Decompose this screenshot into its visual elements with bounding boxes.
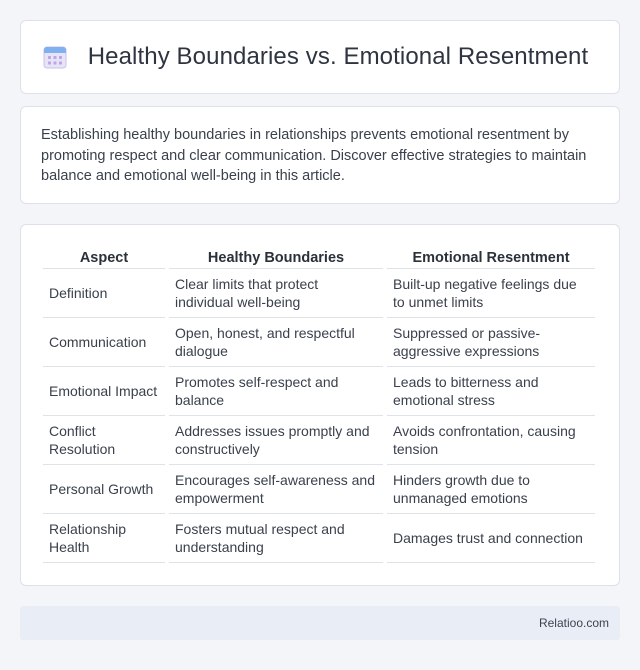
table-row: Conflict Resolution Addresses issues pro… <box>43 416 595 465</box>
table-cell-resentment: Suppressed or passive-aggressive express… <box>387 318 595 367</box>
table-cell-healthy: Clear limits that protect individual wel… <box>169 269 383 318</box>
comparison-table: Aspect Healthy Boundaries Emotional Rese… <box>39 245 599 563</box>
table-cell-resentment: Leads to bitterness and emotional stress <box>387 367 595 416</box>
comparison-table-card: Aspect Healthy Boundaries Emotional Rese… <box>20 224 620 586</box>
intro-paragraph: Establishing healthy boundaries in relat… <box>41 127 587 184</box>
table-row: Relationship Health Fosters mutual respe… <box>43 514 595 563</box>
table-row: Personal Growth Encourages self-awarenes… <box>43 465 595 514</box>
table-cell-healthy: Open, honest, and respectful dialogue <box>169 318 383 367</box>
table-cell-aspect: Definition <box>43 269 165 318</box>
table-cell-healthy: Addresses issues promptly and constructi… <box>169 416 383 465</box>
column-header-emotional-resentment: Emotional Resentment <box>387 245 595 269</box>
column-header-healthy-boundaries: Healthy Boundaries <box>169 245 383 269</box>
table-cell-aspect: Personal Growth <box>43 465 165 514</box>
column-header-aspect: Aspect <box>43 245 165 269</box>
table-cell-aspect: Relationship Health <box>43 514 165 563</box>
table-row: Emotional Impact Promotes self-respect a… <box>43 367 595 416</box>
table-cell-aspect: Emotional Impact <box>43 367 165 416</box>
table-row: Definition Clear limits that protect ind… <box>43 269 595 318</box>
table-cell-resentment: Damages trust and connection <box>387 514 595 563</box>
table-cell-healthy: Promotes self-respect and balance <box>169 367 383 416</box>
table-cell-resentment: Built-up negative feelings due to unmet … <box>387 269 595 318</box>
footer-brand-link[interactable]: Relatioo.com <box>538 616 609 630</box>
intro-card: Establishing healthy boundaries in relat… <box>20 106 620 204</box>
table-cell-healthy: Encourages self-awareness and empowermen… <box>169 465 383 514</box>
table-cell-resentment: Avoids confrontation, causing tension <box>387 416 595 465</box>
page-title: Healthy Boundaries vs. Emotional Resentm… <box>87 43 589 70</box>
table-cell-healthy: Fosters mutual respect and understanding <box>169 514 383 563</box>
footer-bar: Relatioo.com <box>20 606 620 640</box>
table-header-row: Aspect Healthy Boundaries Emotional Rese… <box>43 245 595 269</box>
table-cell-aspect: Conflict Resolution <box>43 416 165 465</box>
calendar-icon <box>43 46 67 69</box>
table-row: Communication Open, honest, and respectf… <box>43 318 595 367</box>
table-cell-resentment: Hinders growth due to unmanaged emotions <box>387 465 595 514</box>
table-cell-aspect: Communication <box>43 318 165 367</box>
title-row: Healthy Boundaries vs. Emotional Resentm… <box>42 43 589 71</box>
header-card: Healthy Boundaries vs. Emotional Resentm… <box>20 20 620 94</box>
